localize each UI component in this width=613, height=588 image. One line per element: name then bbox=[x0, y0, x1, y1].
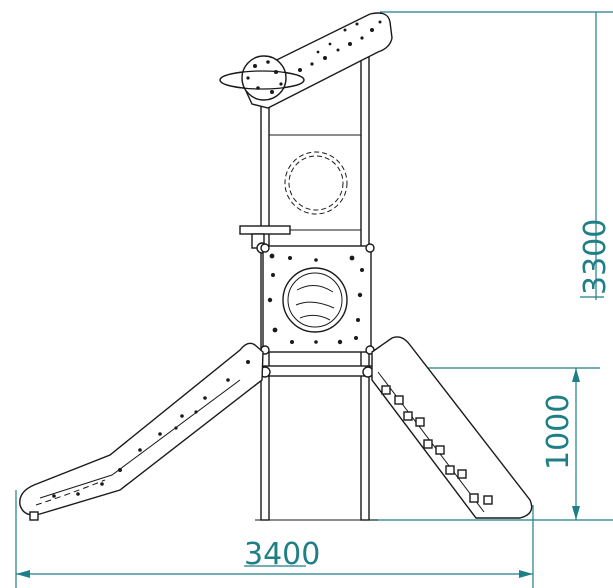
dimension-platform-height: 1000 bbox=[370, 367, 613, 521]
dimension-platform-height-label: 1000 bbox=[541, 394, 576, 470]
dimension-total-height-label: 3300 bbox=[578, 219, 613, 295]
dimension-total-width: 3400 bbox=[15, 490, 534, 588]
upper-window-panel bbox=[268, 134, 362, 231]
porthole-panel bbox=[260, 243, 375, 355]
climbing-ramp bbox=[371, 336, 533, 519]
dimension-total-height: 3300 bbox=[380, 11, 613, 300]
slide bbox=[19, 342, 264, 521]
dimension-total-width-label: 3400 bbox=[244, 537, 320, 572]
roof-beam bbox=[219, 12, 393, 109]
platform-deck bbox=[257, 365, 377, 378]
side-handle bbox=[239, 225, 291, 254]
climbing-holds bbox=[381, 385, 493, 505]
